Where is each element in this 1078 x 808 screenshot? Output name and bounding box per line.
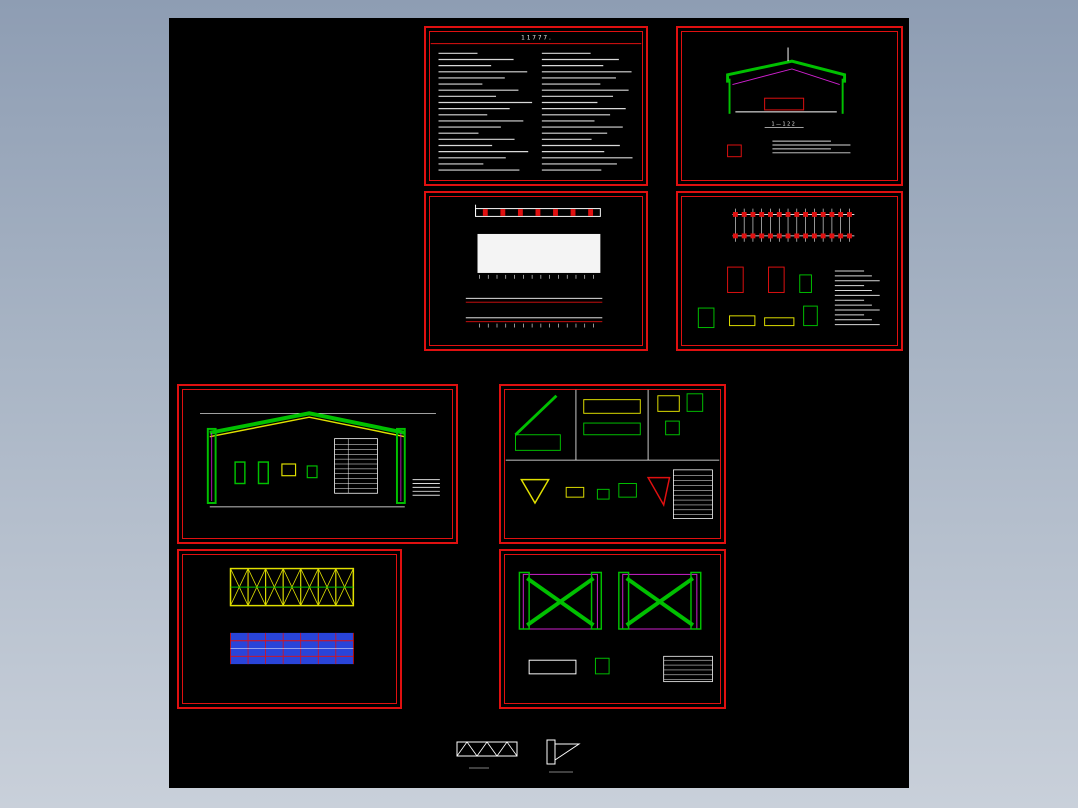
gable-elevation-title: 1 — 1 2 2 [771, 121, 794, 127]
sheet-purlin-plan[interactable] [424, 191, 648, 351]
sheet-cross-bracing[interactable] [499, 549, 726, 709]
bracing-plan-drawing [229, 567, 355, 665]
gable-elevation-drawing: 1 — 1 2 2 [726, 47, 851, 158]
sheet-foundation-plan[interactable] [676, 191, 903, 351]
purlin-plan-drawing [465, 204, 603, 328]
sheet-gable-elevation[interactable]: 1 — 1 2 2 [676, 26, 903, 186]
sheet-portal-frame[interactable] [177, 384, 458, 544]
drawing-canvas[interactable]: 1 1 7 7 7 . 1 — 1 2 2 [169, 18, 909, 788]
design-notes-drawing: 1 1 7 7 7 . [430, 36, 642, 171]
portal-frame-drawing [200, 411, 440, 508]
design-notes-title: 1 1 7 7 7 . [521, 36, 551, 42]
sheet-design-notes[interactable]: 1 1 7 7 7 . [424, 26, 648, 186]
truss-detail-drawing [456, 739, 581, 773]
node-details-drawing [505, 389, 720, 519]
foundation-plan-drawing [697, 208, 880, 329]
sheet-node-details[interactable] [499, 384, 726, 544]
sheet-bracing-plan[interactable] [177, 549, 402, 709]
cross-bracing-drawing [518, 571, 713, 683]
